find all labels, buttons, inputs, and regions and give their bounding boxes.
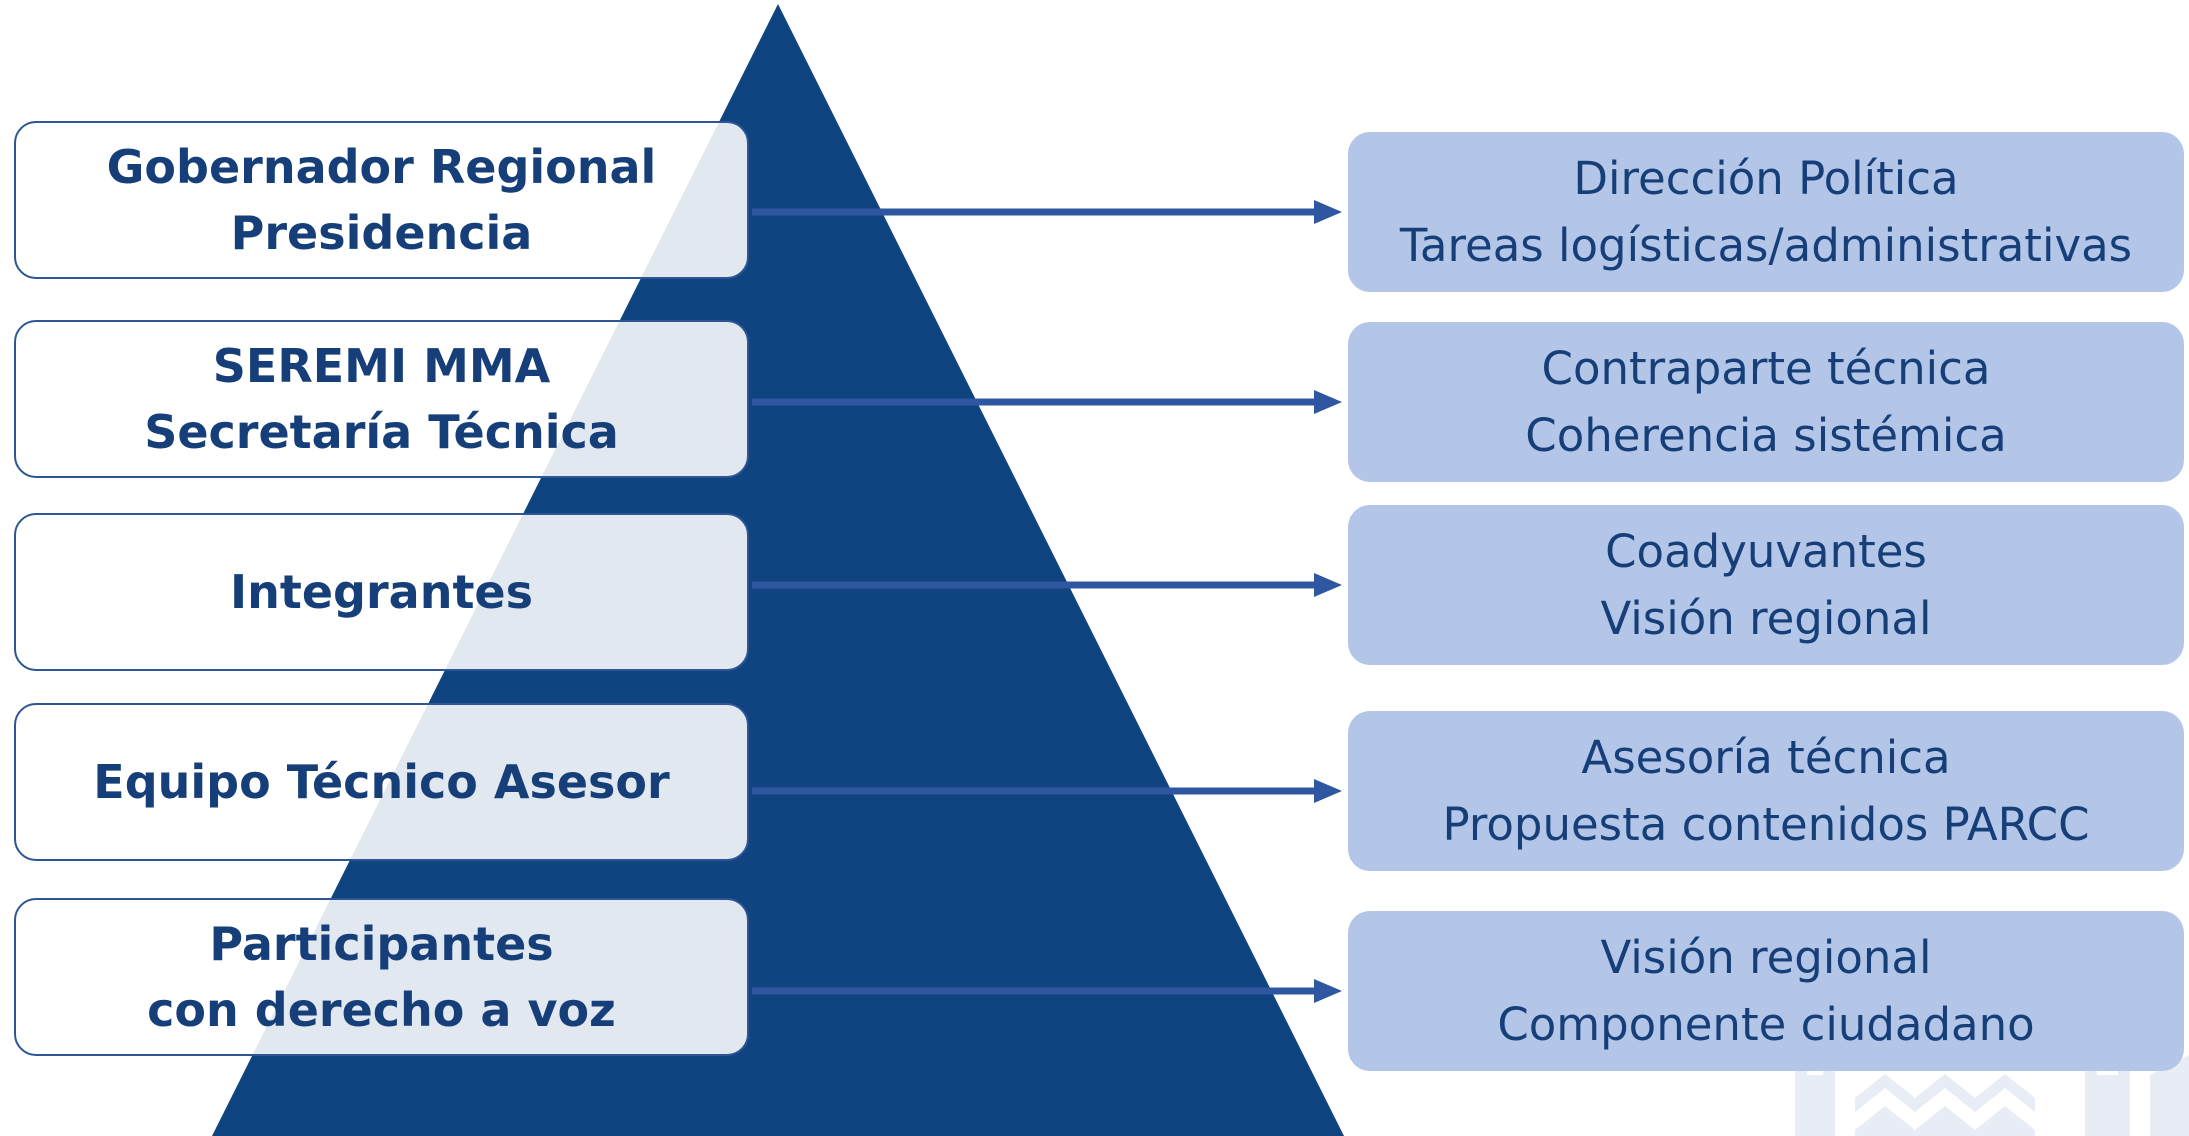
function-box-contraparte: Contraparte técnica Coherencia sistémica [1348, 322, 2184, 482]
arrowhead-2 [1314, 390, 1342, 414]
role-label: Secretaría Técnica [144, 405, 619, 459]
function-label: Contraparte técnica [1541, 342, 1991, 395]
function-label: Asesoría técnica [1581, 731, 1951, 784]
function-label: Visión regional [1600, 931, 1932, 984]
role-label: Participantes [209, 917, 554, 971]
function-label: Tareas logísticas/administrativas [1399, 219, 2133, 272]
role-label: con derecho a voz [147, 983, 616, 1037]
role-label: Presidencia [230, 206, 533, 260]
arrowhead-4 [1314, 779, 1342, 803]
role-box-equipo-tecnico: Equipo Técnico Asesor [14, 703, 749, 861]
function-label: Propuesta contenidos PARCC [1442, 798, 2090, 851]
role-label: SEREMI MMA [212, 339, 551, 393]
function-label: Visión regional [1600, 592, 1932, 645]
role-box-seremi: SEREMI MMA Secretaría Técnica [14, 320, 749, 478]
arrowhead-1 [1314, 200, 1342, 224]
role-label: Integrantes [229, 565, 534, 619]
role-box-integrantes: Integrantes [14, 513, 749, 671]
arrowhead-3 [1314, 573, 1342, 597]
function-label: Coherencia sistémica [1525, 409, 2007, 462]
function-box-direccion: Dirección Política Tareas logísticas/adm… [1348, 132, 2184, 292]
function-box-vision-ciudadana: Visión regional Componente ciudadano [1348, 911, 2184, 1071]
role-box-gobernador: Gobernador Regional Presidencia [14, 121, 749, 279]
role-label: Gobernador Regional [106, 140, 657, 194]
function-label: Coadyuvantes [1605, 525, 1927, 578]
function-box-asesoria: Asesoría técnica Propuesta contenidos PA… [1348, 711, 2184, 871]
connector-arrows [752, 200, 1342, 1003]
role-box-participantes: Participantes con derecho a voz [14, 898, 749, 1056]
arrowhead-5 [1314, 979, 1342, 1003]
role-label: Equipo Técnico Asesor [93, 755, 670, 809]
function-label: Componente ciudadano [1497, 998, 2035, 1051]
function-box-coadyuvantes: Coadyuvantes Visión regional [1348, 505, 2184, 665]
function-label: Dirección Política [1573, 152, 1959, 205]
